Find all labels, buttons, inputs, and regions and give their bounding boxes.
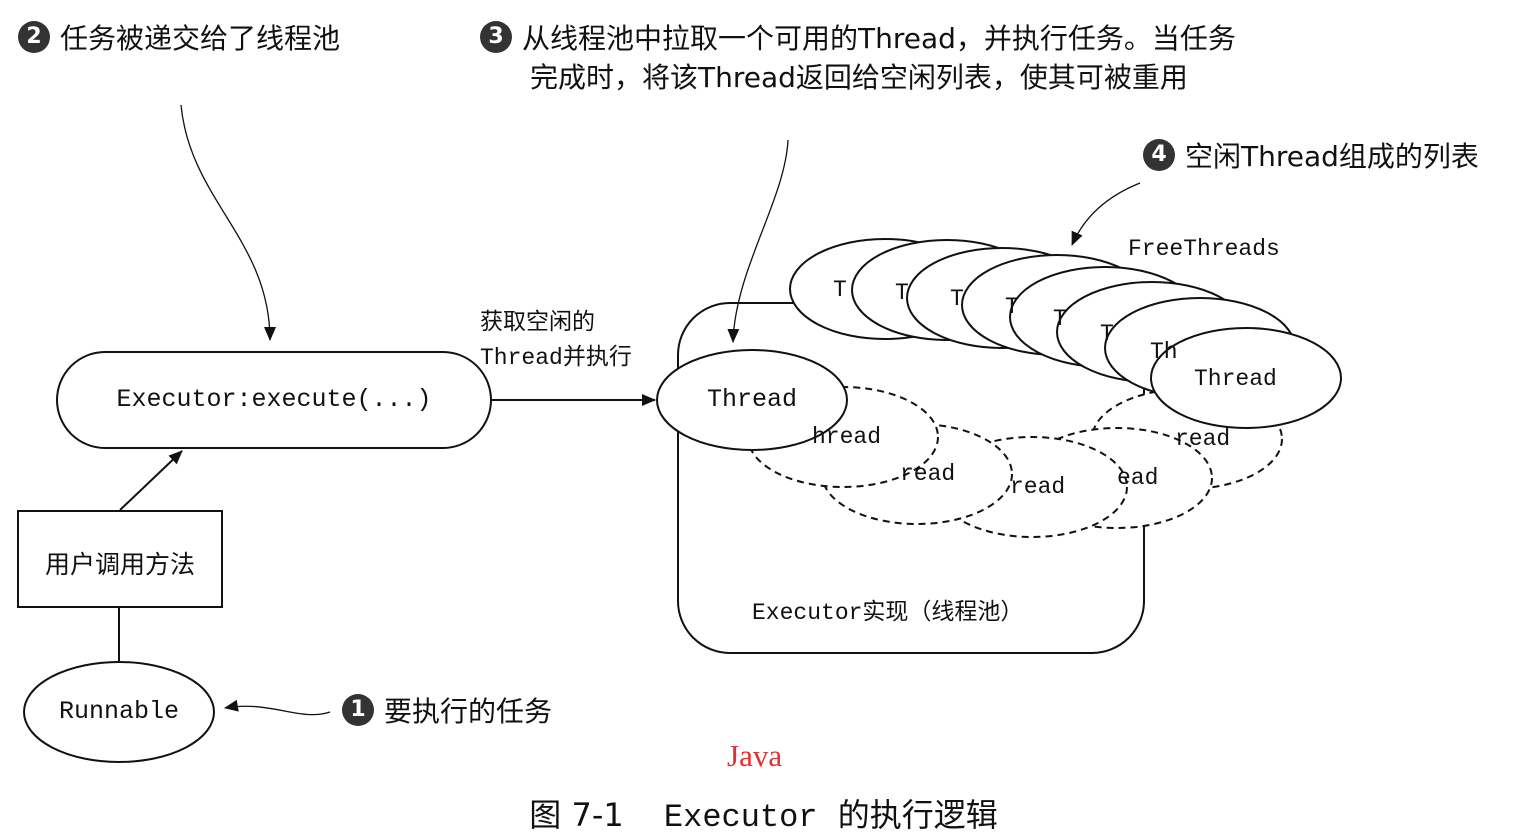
active-thread-ellipse bbox=[656, 349, 848, 451]
caption-prefix: 图 7-1 bbox=[529, 796, 624, 834]
leader-arrow-1 bbox=[224, 699, 331, 716]
free-thread-ellipse bbox=[1150, 327, 1342, 429]
annotation-2-text: 任务被递交给了线程池 bbox=[60, 22, 341, 55]
leader-arrow-4 bbox=[1071, 182, 1141, 246]
caption-suffix: 的执行逻辑 bbox=[837, 796, 998, 834]
leader-arrow-2 bbox=[180, 104, 276, 341]
free-thread-label: T bbox=[1100, 321, 1114, 347]
annotation-1: 1 要执行的任务 bbox=[342, 693, 552, 731]
busy-thread-label: hread bbox=[812, 424, 882, 450]
annotation-3-line1: 从线程池中拉取一个可用的Thread，并执行任务。当任务 bbox=[522, 22, 1236, 55]
pool-label: Executor实现（线程池） bbox=[752, 592, 1023, 626]
user-to-executor-arrow bbox=[119, 450, 183, 511]
annotation-4: 4 空闲Thread组成的列表 bbox=[1143, 138, 1479, 176]
badge-4: 4 bbox=[1143, 139, 1175, 171]
annotation-4-text: 空闲Thread组成的列表 bbox=[1185, 140, 1479, 173]
arrow-label-line2: Thread并执行 bbox=[480, 345, 632, 371]
free-thread-label: T bbox=[950, 286, 964, 312]
figure-caption: 图 7-1 Executor 的执行逻辑 bbox=[0, 790, 1527, 836]
annotation-2: 2 任务被递交给了线程池 bbox=[18, 20, 340, 58]
annotation-3: 3 从线程池中拉取一个可用的Thread，并执行任务。当任务 bbox=[480, 20, 1236, 58]
free-thread-label: Thread bbox=[1194, 366, 1277, 392]
badge-1: 1 bbox=[342, 694, 374, 726]
arrow-label-line1: 获取空闲的 bbox=[480, 309, 595, 335]
annotation-1-text: 要执行的任务 bbox=[384, 695, 553, 728]
annotation-3-line2: 完成时，将该Thread返回给空闲列表，使其可被重用 bbox=[530, 61, 1188, 94]
busy-thread-label: read bbox=[1010, 474, 1066, 500]
watermark: Java bbox=[727, 738, 783, 773]
caption-code: Executor bbox=[663, 799, 818, 836]
free-threads-label: FreeThreads bbox=[1128, 236, 1280, 262]
leader-arrow-3 bbox=[727, 139, 789, 343]
busy-thread-label: read bbox=[900, 461, 956, 487]
badge-3: 3 bbox=[480, 21, 512, 53]
free-thread-label: T bbox=[833, 277, 847, 303]
badge-2: 2 bbox=[18, 21, 50, 53]
free-thread-label: T bbox=[1053, 306, 1067, 332]
busy-thread-label: read bbox=[1175, 426, 1231, 452]
user-call-label: 用户调用方法 bbox=[44, 550, 195, 579]
active-thread-label: Thread bbox=[706, 385, 797, 414]
busy-thread-label: ead bbox=[1117, 465, 1159, 491]
pool-label-text: Executor实现（线程池） bbox=[752, 600, 1024, 626]
free-thread-label: T bbox=[895, 280, 909, 306]
runnable-label: Runnable bbox=[58, 697, 180, 726]
free-thread-label: Th bbox=[1150, 339, 1178, 365]
executor-execute-label: Executor:execute(...) bbox=[116, 385, 432, 414]
free-thread-label: T bbox=[1005, 294, 1019, 320]
